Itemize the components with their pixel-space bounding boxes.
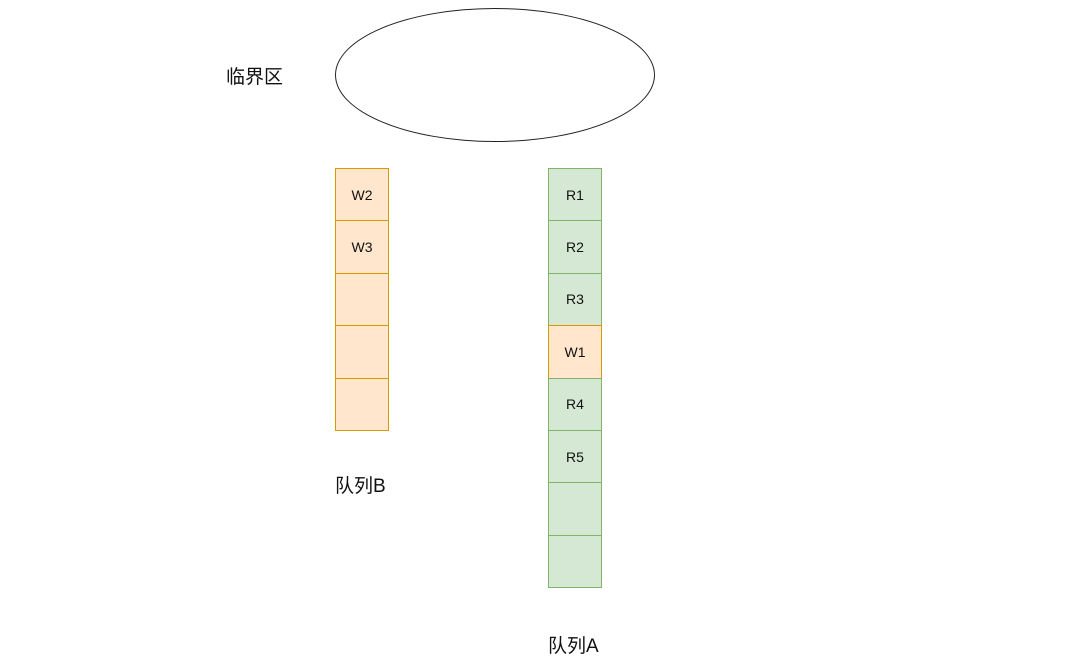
queue-b-cell: W3 — [335, 220, 389, 274]
queue-a-cell: R3 — [548, 272, 602, 327]
queue-b-cell — [335, 325, 389, 379]
queue-b-label: 队列B — [335, 476, 386, 497]
critical-section-label: 临界区 — [226, 67, 284, 88]
queue-b-cell: W2 — [335, 168, 389, 222]
queue-b-cell — [335, 272, 389, 327]
queue-a-cell: R1 — [548, 168, 602, 222]
queue-a-cell: R2 — [548, 220, 602, 274]
queue-a-cell — [548, 482, 602, 536]
queue-a-cell — [548, 534, 602, 589]
queue-b-cell — [335, 377, 389, 431]
queue-a-cell: R4 — [548, 377, 602, 431]
queue-a: R1 R2 R3 W1 R4 R5 — [548, 168, 602, 589]
queue-b: W2 W3 — [335, 168, 389, 431]
queue-a-label: 队列A — [548, 636, 599, 657]
critical-section-ellipse — [335, 8, 655, 142]
queue-a-cell: R5 — [548, 429, 602, 484]
queue-a-cell: W1 — [548, 325, 602, 379]
